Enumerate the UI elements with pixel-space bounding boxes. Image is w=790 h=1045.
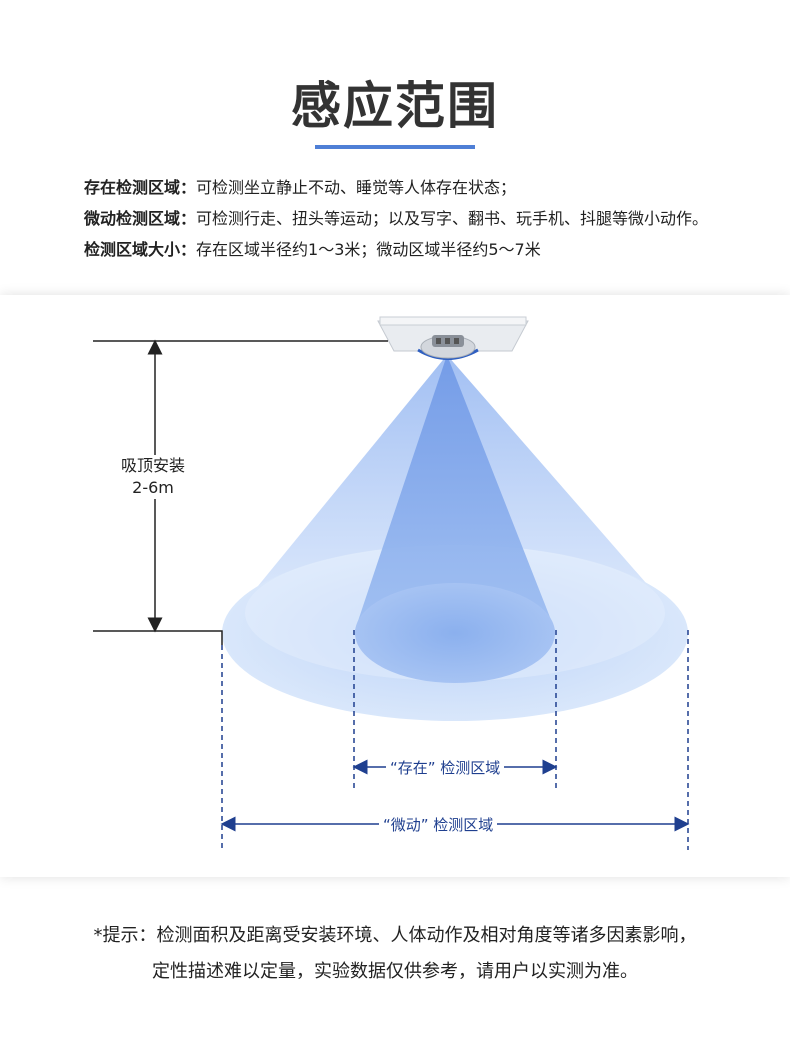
presence-detection-cone: [355, 355, 555, 683]
mount-height-label: 吸顶安装 2-6m: [98, 455, 208, 499]
mount-type-text: 吸顶安装: [120, 456, 185, 475]
disclaimer-line-2: 定性描述难以定量，实验数据仅供参考，请用户以实测为准。: [152, 961, 638, 982]
disclaimer-line-1: *提示：检测面积及距离受安装环境、人体动作及相对角度等诸多因素影响，: [93, 925, 697, 946]
detection-diagram-panel: 吸顶安装 2-6m “存在” 检测区域 “微动” 检测区域: [0, 295, 790, 877]
motion-zone-label: “微动” 检测区域: [379, 814, 498, 835]
title-underline: [315, 145, 475, 149]
description-size: 检测区域大小：存在区域半径约1～3米；微动区域半径约5～7米: [84, 240, 541, 260]
presence-zone-label: “存在” 检测区域: [386, 757, 505, 778]
description-key: 存在检测区域：: [84, 178, 197, 197]
ceiling-sensor-device: [377, 316, 529, 360]
page-title: 感应范围: [291, 77, 499, 135]
description-text: 存在区域半径约1～3米；微动区域半径约5～7米: [196, 240, 541, 259]
description-key: 检测区域大小：: [84, 240, 197, 259]
description-presence: 存在检测区域：可检测坐立静止不动、睡觉等人体存在状态；: [84, 178, 516, 198]
detection-diagram: [93, 316, 690, 850]
description-text: 可检测坐立静止不动、睡觉等人体存在状态；: [196, 178, 517, 197]
description-motion: 微动检测区域：可检测行走、扭头等运动；以及写字、翻书、玩手机、抖腿等微小动作。: [84, 209, 708, 229]
floor-reference-line: [93, 630, 223, 645]
description-key: 微动检测区域：: [84, 209, 197, 228]
description-text: 可检测行走、扭头等运动；以及写字、翻书、玩手机、抖腿等微小动作。: [196, 209, 709, 228]
mount-height-text: 2-6m: [132, 478, 174, 497]
